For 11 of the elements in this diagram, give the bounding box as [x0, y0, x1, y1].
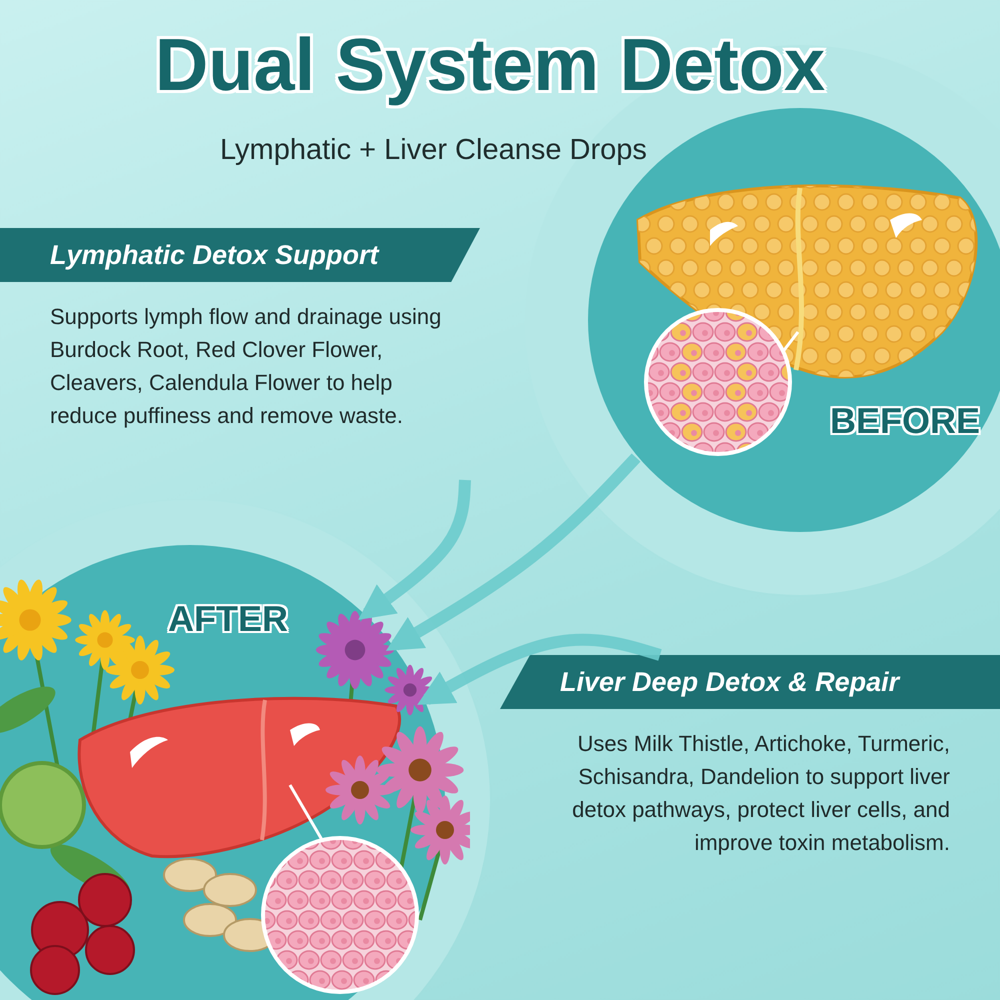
section-heading: Lymphatic Detox Support — [0, 228, 480, 282]
stage-label: BEFORE — [830, 400, 980, 442]
section-heading: Liver Deep Detox & Repair — [500, 655, 1000, 709]
arrow — [417, 634, 662, 705]
description: Supports lymph flow and drainage using Burdock Root, Red Clover Flower, Cleavers, Calendula Flower to help reduce puffiness and remove waste. — [50, 303, 442, 430]
title: Dual System Detox — [154, 22, 826, 107]
subtitle: Lymphatic + Liver Cleanse Drops — [220, 134, 647, 167]
arrow — [358, 480, 471, 620]
arrow — [386, 453, 640, 651]
description: Uses Milk Thistle, Artichoke, Turmeric, Schisandra, Dandelion to support liver detox pathways, protect liver cells, and improve toxin metabolism. — [571, 730, 950, 857]
stage-label: AFTER — [168, 598, 288, 640]
